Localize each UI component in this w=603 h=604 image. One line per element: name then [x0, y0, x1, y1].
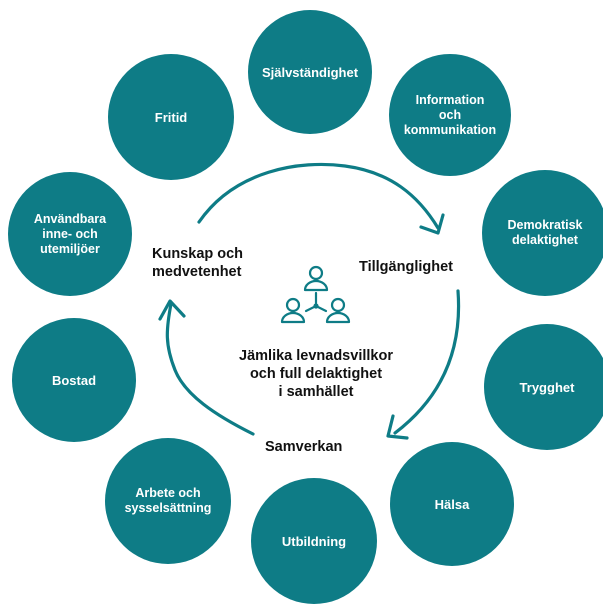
circle-label: Trygghet — [519, 379, 575, 395]
circle-label: Självständighet — [261, 64, 359, 80]
circle-label: Hälsa — [434, 496, 470, 512]
circle-information: Information och kommunikation — [389, 54, 511, 176]
arrowhead-top — [419, 213, 445, 235]
label-samverkan: Samverkan — [265, 439, 343, 455]
circle-halsa: Hälsa — [390, 442, 514, 566]
center-text: Jämlika levnadsvillkor och full delaktig… — [239, 348, 393, 400]
circle-anvandbara-miljoer: Användbara inne- och utemiljöer — [8, 172, 132, 296]
circle-arbete: Arbete och sysselsättning — [105, 438, 231, 564]
circle-demokratisk-delaktighet: Demokratisk delaktighet — [482, 170, 603, 296]
circle-label: Fritid — [154, 109, 188, 125]
arrowhead-right — [386, 414, 409, 440]
people-network-icon — [280, 265, 351, 324]
circle-sjalvstandighet: Självständighet — [248, 10, 372, 134]
circle-bostad: Bostad — [12, 318, 136, 442]
circle-label: Användbara inne- och utemiljöer — [33, 211, 107, 256]
arrowhead-left — [158, 299, 186, 321]
circle-label: Arbete och sysselsättning — [124, 486, 212, 515]
arrow-top — [197, 162, 440, 230]
circle-label: Bostad — [51, 372, 97, 388]
circle-trygghet: Trygghet — [484, 324, 603, 450]
circle-label: Demokratisk delaktighet — [507, 218, 583, 247]
arrow-left — [165, 302, 255, 436]
circle-fritid: Fritid — [108, 54, 234, 180]
label-kunskap-och-medvetenhet: Kunskap och medvetenhet — [152, 246, 244, 280]
label-tillganglighet: Tillgänglighet — [359, 259, 453, 275]
circle-label: Utbildning — [281, 533, 347, 549]
arrow-right — [393, 289, 461, 435]
circle-label: Information och kommunikation — [403, 92, 497, 137]
circle-utbildning: Utbildning — [251, 478, 377, 604]
